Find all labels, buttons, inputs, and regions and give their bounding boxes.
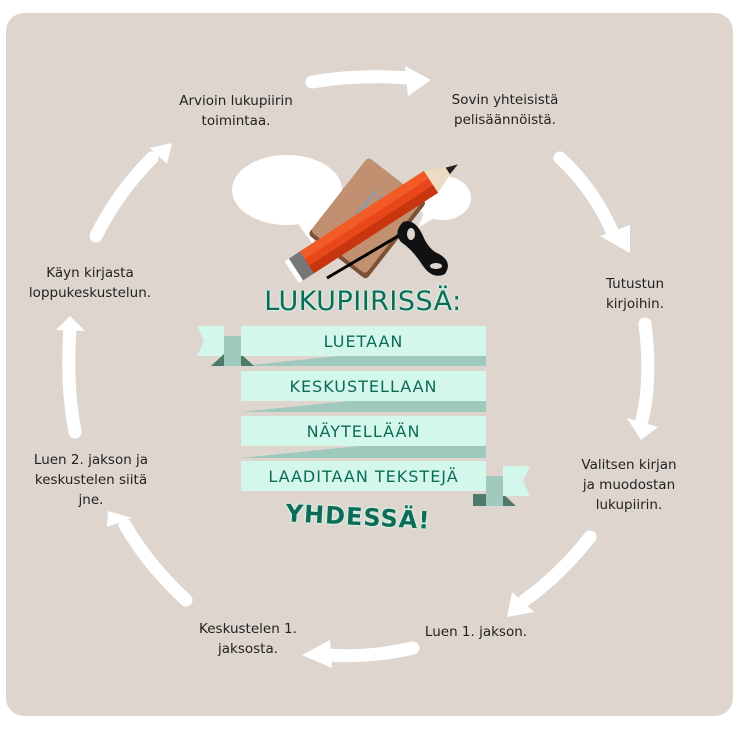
step-text: Arvioin lukupiirin toimintaa. bbox=[179, 93, 293, 129]
arrow-final-to-evaluate bbox=[89, 151, 159, 243]
step-text: Käyn kirjasta loppukeskustelun. bbox=[28, 265, 152, 301]
arrowhead-icon bbox=[150, 143, 172, 164]
arrow-discuss1-to-read2 bbox=[118, 518, 193, 607]
step-text: Luen 1. jakson. bbox=[424, 624, 528, 640]
center-title: LUKUPIIRISSÄ: bbox=[264, 286, 462, 317]
activity-label: LAADITAAN TEKSTEJÄ bbox=[268, 467, 459, 486]
activity-ribbon-discuss: KESKUSTELLAAN bbox=[241, 371, 486, 401]
arrowhead-icon bbox=[302, 640, 332, 668]
activity-label: KESKUSTELLAAN bbox=[289, 377, 438, 396]
step-text: Luen 2. jakson ja keskustelen siitä jne. bbox=[33, 452, 149, 508]
arrowhead-icon bbox=[627, 418, 658, 440]
theatre-mask-icon bbox=[397, 221, 448, 276]
arrow-explore-to-choose bbox=[635, 317, 655, 427]
arrowhead-icon bbox=[600, 225, 630, 253]
activity-label: LUETAAN bbox=[323, 332, 404, 351]
step-agree-rules: Sovin yhteisistä pelisäännöistä. bbox=[452, 90, 559, 130]
step-text: Keskustelen 1. jaksosta. bbox=[199, 621, 297, 657]
arrow-read1-to-discuss1 bbox=[318, 641, 420, 663]
arrow-read2-to-final bbox=[62, 321, 82, 439]
step-evaluate: Arvioin lukupiirin toimintaa. bbox=[179, 91, 293, 131]
arrowhead-icon bbox=[507, 592, 534, 617]
step-text: Tutustun kirjoihin. bbox=[605, 276, 665, 312]
activity-ribbon-read: LUETAAN bbox=[241, 326, 486, 356]
activity-label: NÄYTELLÄÄN bbox=[306, 422, 421, 441]
step-text: Sovin yhteisistä pelisäännöistä. bbox=[451, 92, 559, 128]
arrowhead-icon bbox=[56, 316, 85, 331]
arrowhead-icon bbox=[107, 511, 132, 527]
arrow-evaluate-to-rules bbox=[305, 70, 415, 89]
step-read-part-1: Luen 1. jakson. bbox=[425, 622, 527, 642]
arrow-rules-to-explore bbox=[553, 151, 621, 243]
step-text: Valitsen kirjan ja muodostan lukupiirin. bbox=[581, 457, 677, 513]
arrow-choose-to-read1 bbox=[518, 530, 597, 607]
activity-ribbon-act: NÄYTELLÄÄN bbox=[241, 416, 486, 446]
step-read-part-2: Luen 2. jakson ja keskustelen siitä jne. bbox=[34, 450, 148, 510]
step-final-discussion: Käyn kirjasta loppukeskustelun. bbox=[29, 263, 151, 303]
step-choose-book: Valitsen kirjan ja muodostan lukupiirin. bbox=[581, 455, 676, 515]
step-explore-books: Tutustun kirjoihin. bbox=[583, 274, 688, 314]
center-illustration bbox=[232, 155, 471, 284]
arrowhead-icon bbox=[405, 66, 431, 96]
step-discuss-part-1: Keskustelen 1. jaksosta. bbox=[199, 619, 297, 659]
mask-stick bbox=[326, 230, 406, 280]
activity-ribbon-write: LAADITAAN TEKSTEJÄ bbox=[241, 461, 486, 491]
pencil-icon bbox=[284, 164, 458, 284]
